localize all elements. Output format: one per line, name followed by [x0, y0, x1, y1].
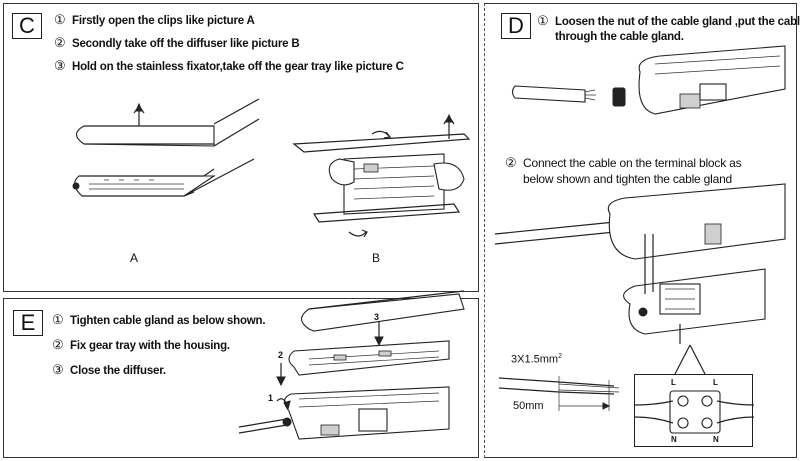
detail-pointer — [674, 344, 706, 375]
panel-c-step-3: ③ Hold on the stainless fixator,take off … — [54, 58, 404, 74]
callout-2: 2 — [278, 350, 284, 360]
step-number: ② — [54, 35, 66, 50]
cable-spec-label: 3X1.5mm2 — [511, 353, 562, 366]
step-text: Firstly open the clips like picture A — [72, 15, 255, 27]
callout-1: 1 — [268, 393, 274, 403]
cable-spec-superscript: 2 — [558, 353, 562, 360]
panel-d-step-2: ② Connect the cable on the terminal block… — [505, 155, 742, 187]
panel-d: D ① Loosen the nut of the cable gland ,pu… — [484, 3, 800, 458]
cable-spec-text: 3X1.5mm — [511, 353, 559, 366]
panel-d-step-1: ① Loosen the nut of the cable gland ,put … — [537, 13, 800, 45]
panel-c-letter: C — [12, 13, 42, 39]
panel-e-step-1: ① Tighten cable gland as below shown. — [52, 312, 266, 328]
terminal-housing-illustration — [494, 183, 786, 344]
callout-3: 3 — [374, 312, 380, 322]
figure-b-label: B — [372, 251, 381, 265]
step-text-line-2: below shown and tighten the cable gland — [523, 172, 733, 186]
panel-e: E ① Tighten cable gland as below shown. ②… — [3, 290, 479, 458]
step-number: ① — [537, 13, 549, 28]
step-text: Close the diffuser. — [70, 365, 166, 377]
figure-a-illustration — [72, 98, 260, 197]
panel-e-step-2: ② Fix gear tray with the housing. — [52, 337, 230, 353]
step-number: ① — [52, 312, 64, 327]
step-number: ② — [52, 337, 64, 352]
step-text-line-1: Loosen the nut of the cable gland ,put t… — [555, 16, 800, 28]
terminal-label-n-left: N — [671, 435, 677, 444]
step-number: ③ — [52, 362, 64, 377]
figure-a-label: A — [130, 251, 139, 265]
cable-strip-illustration — [498, 376, 620, 411]
step-text: Tighten cable gland as below shown. — [70, 315, 266, 327]
step-number: ② — [505, 155, 517, 170]
strip-length-label: 50mm — [513, 400, 544, 412]
step-text: Secondly take off the diffuser like pict… — [72, 38, 300, 50]
figure-b-illustration — [292, 113, 471, 238]
terminal-label-n-right: N — [713, 435, 719, 444]
step-text-line-1: Connect the cable on the terminal block … — [523, 156, 742, 170]
panel-c-step-1: ① Firstly open the clips like picture A — [54, 12, 255, 28]
panel-c: C ① Firstly open the clips like picture A… — [3, 3, 479, 292]
terminal-block-illustration — [634, 390, 755, 434]
panel-c-step-2: ② Secondly take off the diffuser like pic… — [54, 35, 300, 51]
step-text: Hold on the stainless fixator,take off t… — [72, 61, 404, 73]
panel-e-letter: E — [13, 310, 43, 336]
panel-e-step-3: ③ Close the diffuser. — [52, 362, 166, 378]
terminal-detail-box: L L N N — [634, 374, 755, 447]
cable-gland-illustration — [511, 45, 786, 115]
assembly-illustration — [238, 290, 465, 440]
terminal-label-l-right: L — [713, 378, 718, 387]
step-text-line-2: through the cable gland. — [555, 31, 684, 43]
panel-d-letter: D — [501, 13, 531, 39]
terminal-label-l-left: L — [671, 378, 676, 387]
step-number: ① — [54, 12, 66, 27]
step-number: ③ — [54, 58, 66, 73]
step-text: Fix gear tray with the housing. — [70, 340, 230, 352]
